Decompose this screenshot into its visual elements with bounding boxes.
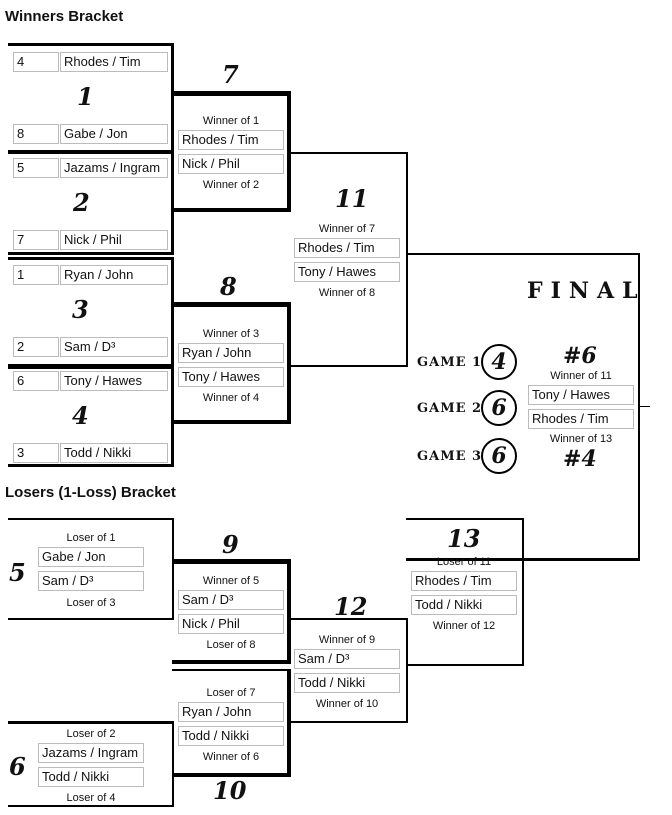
game-2-box <box>8 152 174 255</box>
final-seed: #6 <box>563 343 597 369</box>
game-5-box <box>8 518 174 620</box>
team-cell: Rhodes / Tim <box>294 238 400 258</box>
game-number: 11 <box>335 184 369 213</box>
game-8-box <box>172 302 291 424</box>
source-label: Loser of 4 <box>66 792 116 804</box>
game-6-box <box>8 721 174 807</box>
team-cell: Jazams / Ingram <box>60 158 168 178</box>
game-score-circle: 6 <box>481 438 517 474</box>
game-label: GAME 3 <box>417 449 483 464</box>
game-1-box <box>8 43 174 153</box>
seed-cell: 1 <box>13 265 59 285</box>
source-label: Winner of 1 <box>202 115 260 127</box>
team-cell: Gabe / Jon <box>60 124 168 144</box>
game-number: 4 <box>72 401 89 430</box>
game-9-box <box>172 559 291 664</box>
game-number: 2 <box>73 188 90 217</box>
game-number: 8 <box>220 272 237 301</box>
source-label: Winner of 6 <box>202 751 260 763</box>
game-number: 5 <box>9 558 26 587</box>
game-7-box <box>172 91 291 212</box>
source-label: Winner of 3 <box>202 328 260 340</box>
team-cell: Tony / Hawes <box>528 385 634 405</box>
source-label: Winner of 8 <box>318 287 376 299</box>
source-label: Winner of 7 <box>318 223 376 235</box>
losers-bracket-title: Losers (1-Loss) Bracket <box>5 484 176 501</box>
game-number: 3 <box>72 295 89 324</box>
game-number: 10 <box>213 776 247 805</box>
team-cell: Todd / Nikki <box>411 595 517 615</box>
game-13-box <box>406 518 524 666</box>
team-cell: Tony / Hawes <box>294 262 400 282</box>
team-cell: Gabe / Jon <box>38 547 144 567</box>
source-label: Loser of 8 <box>206 639 256 651</box>
team-cell: Sam / D³ <box>38 571 144 591</box>
source-label: Winner of 12 <box>432 620 496 632</box>
team-cell: Sam / D³ <box>178 590 284 610</box>
team-cell: Rhodes / Tim <box>178 130 284 150</box>
game-12-box <box>289 618 408 723</box>
seed-cell: 3 <box>13 443 59 463</box>
source-label: Winner of 13 <box>549 433 613 445</box>
team-cell: Rhodes / Tim <box>528 409 634 429</box>
game-number: 12 <box>334 592 368 621</box>
team-cell: Sam / D³ <box>60 337 168 357</box>
source-label: Loser of 2 <box>66 728 116 740</box>
team-cell: Nick / Phil <box>178 154 284 174</box>
team-cell: Tony / Hawes <box>178 367 284 387</box>
team-cell: Sam / D³ <box>294 649 400 669</box>
source-label: Winner of 2 <box>202 179 260 191</box>
seed-cell: 6 <box>13 371 59 391</box>
source-label: Winner of 11 <box>550 370 612 382</box>
final-title: FINAL <box>527 278 646 304</box>
source-label: Loser of 7 <box>206 687 256 699</box>
game-number: 13 <box>447 524 481 553</box>
seed-cell: 8 <box>13 124 59 144</box>
connector-line <box>640 406 650 407</box>
source-label: Winner of 10 <box>315 698 379 710</box>
team-cell: Todd / Nikki <box>294 673 400 693</box>
game-score-circle: 6 <box>481 390 517 426</box>
source-label: Winner of 5 <box>202 575 260 587</box>
team-cell: Todd / Nikki <box>38 767 144 787</box>
team-cell: Ryan / John <box>178 702 284 722</box>
game-11-box <box>289 152 408 367</box>
team-cell: Rhodes / Tim <box>411 571 517 591</box>
team-cell: Ryan / John <box>178 343 284 363</box>
team-cell: Rhodes / Tim <box>60 52 168 72</box>
team-cell: Nick / Phil <box>178 614 284 634</box>
seed-cell: 4 <box>13 52 59 72</box>
team-cell: Nick / Phil <box>60 230 168 250</box>
source-label: Loser of 3 <box>66 597 116 609</box>
game-number: 1 <box>77 82 94 111</box>
seed-cell: 7 <box>13 230 59 250</box>
source-label: Loser of 11 <box>436 556 492 568</box>
team-cell: Todd / Nikki <box>178 726 284 746</box>
team-cell: Jazams / Ingram <box>38 743 144 763</box>
game-number: 7 <box>222 60 239 89</box>
game-10-box <box>172 669 291 777</box>
game-3-box <box>8 257 174 367</box>
team-cell: Todd / Nikki <box>60 443 168 463</box>
seed-cell: 5 <box>13 158 59 178</box>
source-label: Winner of 9 <box>318 634 376 646</box>
team-cell: Tony / Hawes <box>60 371 168 391</box>
game-number: 6 <box>9 752 26 781</box>
game-score-circle: 4 <box>481 344 517 380</box>
source-label: Loser of 1 <box>66 532 116 544</box>
team-cell: Ryan / John <box>60 265 168 285</box>
game-4-box <box>8 367 174 467</box>
seed-cell: 2 <box>13 337 59 357</box>
winners-bracket-title: Winners Bracket <box>5 8 124 25</box>
game-number: 9 <box>222 530 239 559</box>
source-label: Winner of 4 <box>202 392 260 404</box>
final-seed: #4 <box>563 446 597 472</box>
game-label: GAME 2 <box>417 401 483 416</box>
game-label: GAME 1 <box>417 355 483 370</box>
